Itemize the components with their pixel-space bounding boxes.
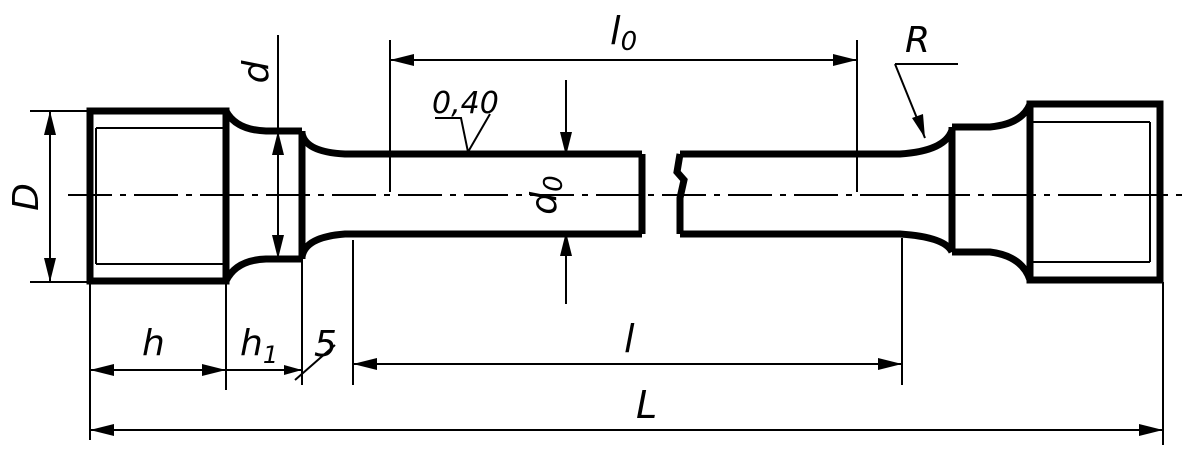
arrow-d0-top	[560, 132, 572, 156]
thread-lines	[95, 121, 1151, 265]
label-h: h	[142, 323, 165, 364]
arrow-D-bottom	[44, 258, 56, 282]
left-fillet-bottom	[298, 230, 642, 258]
extension-lines	[30, 35, 1164, 445]
label-h1-sub: 1	[263, 341, 278, 369]
dimension-lines	[49, 59, 1163, 431]
label-d: d	[236, 59, 277, 83]
dim-5-tick	[294, 344, 336, 381]
label-l0-main: l	[610, 9, 621, 53]
arrow-l0-left	[390, 54, 414, 66]
arrow-d-bottom	[272, 235, 284, 259]
right-gauge-top	[680, 128, 956, 158]
label-d0: d0	[524, 175, 569, 214]
arrow-h-right	[202, 364, 226, 376]
arrowheads	[44, 54, 1163, 436]
label-roughness: 0,40	[432, 86, 499, 121]
label-l0: l0	[610, 9, 637, 57]
left-fillet-top	[298, 132, 642, 158]
label-L: L	[636, 383, 657, 427]
label-h1: h1	[240, 323, 278, 369]
arrow-d-top	[272, 131, 284, 155]
arrow-L-right	[1139, 424, 1163, 436]
arrow-D-top	[44, 111, 56, 135]
arrow-L-left	[90, 424, 114, 436]
arrow-h1-right	[284, 365, 302, 375]
arrow-l0-right	[833, 54, 857, 66]
dimension-labels: D d l0 R 0,40 d0 h h1 5 l L	[6, 9, 930, 427]
label-l0-sub: 0	[621, 27, 638, 57]
left-neck-bottom	[222, 255, 302, 283]
label-l: l	[624, 317, 635, 361]
right-neck-bottom	[952, 248, 1034, 282]
arrow-R	[912, 114, 925, 138]
label-R: R	[905, 20, 930, 61]
right-gauge-bottom	[680, 230, 956, 254]
right-grip-head	[1026, 100, 1164, 284]
right-neck-top	[952, 102, 1034, 131]
arrow-d0-bottom	[560, 232, 572, 256]
label-d0-sub: 0	[539, 175, 569, 192]
arrow-l-right	[878, 358, 902, 370]
arrow-h-left	[90, 364, 114, 376]
label-D: D	[6, 183, 47, 211]
break-line-right	[673, 153, 688, 234]
label-d0-main: d	[524, 191, 565, 215]
left-neck-top	[222, 109, 302, 135]
specimen-outline	[86, 100, 1164, 285]
label-h1-main: h	[240, 323, 263, 364]
arrow-l-left	[353, 358, 377, 370]
label-5: 5	[314, 324, 337, 365]
roughness-mark	[435, 113, 491, 155]
